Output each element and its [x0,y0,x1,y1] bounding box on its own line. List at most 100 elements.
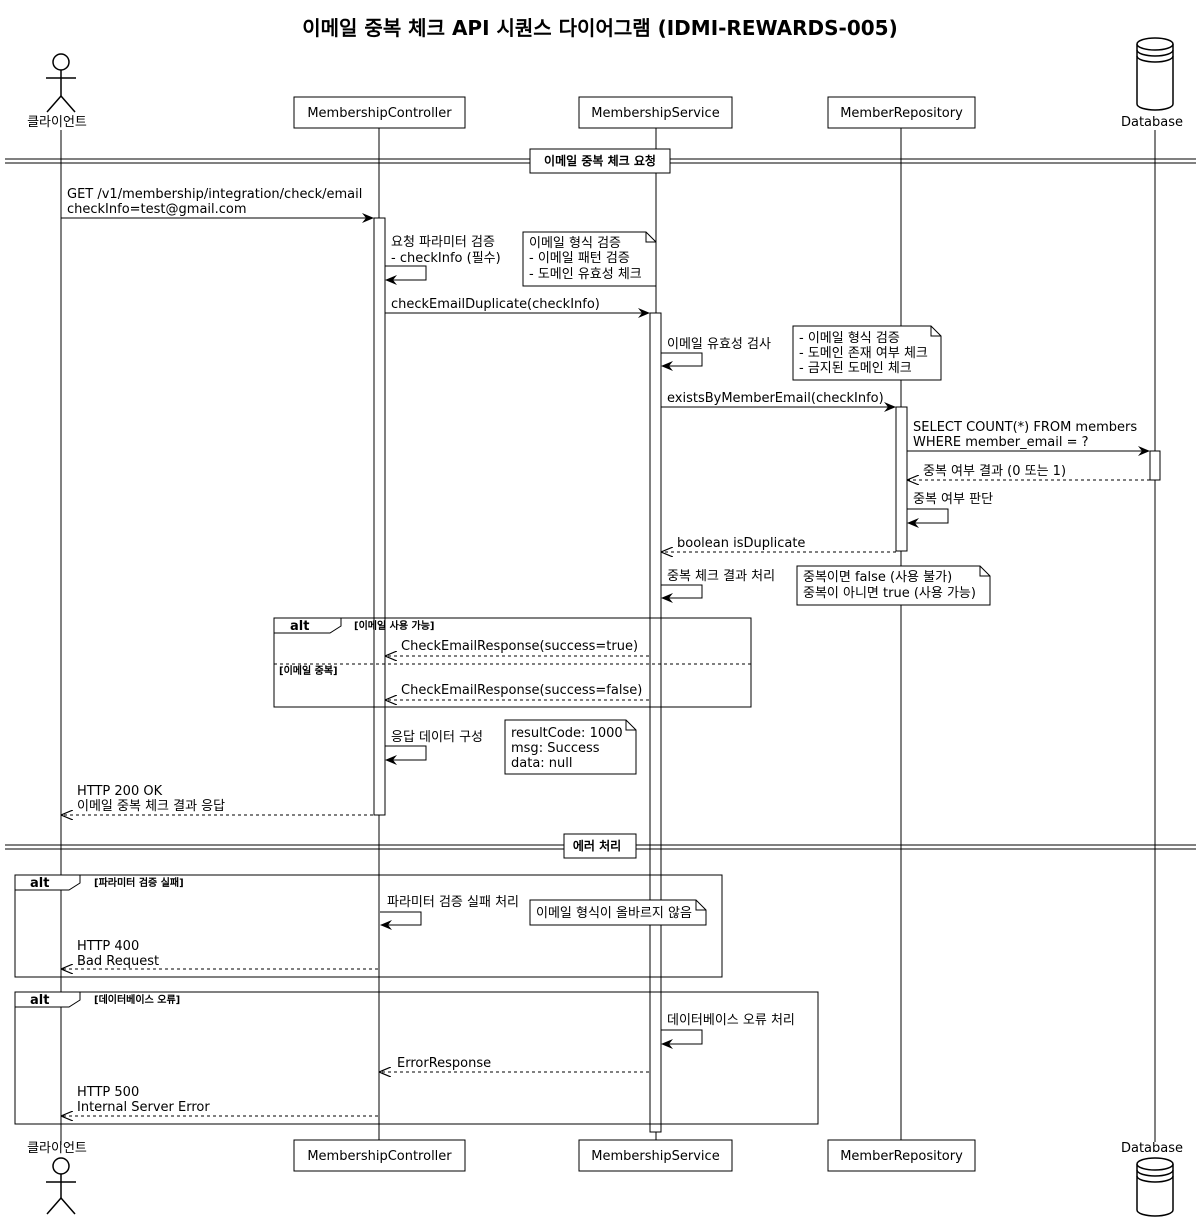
participant-controller-bottom: MembershipController [293,1139,466,1172]
fragment-guard: [이메일 사용 가능] [354,619,435,632]
message-get-request: GET /v1/membership/integration/check/ema… [61,187,374,223]
fragment-keyword: alt [30,876,49,891]
message-label-line: 이메일 중복 체크 결과 응답 [77,799,225,814]
message-http-500: HTTP 500 Internal Server Error [62,1085,378,1116]
message-validate-params: 요청 파라미터 검증 - checkInfo (필수) [385,235,501,285]
note-line: - 도메인 유효성 체크 [529,267,642,282]
note-line: data: null [511,756,573,771]
participant-service-bottom: MembershipService [578,1139,733,1172]
message-boolean-is-duplicate: boolean isDuplicate [662,536,896,552]
activation-repository [895,406,908,552]
participant-label: 클라이언트 [27,115,87,130]
participant-service-top: MembershipService [578,96,733,129]
note-line: 이메일 형식 검증 [529,236,621,251]
activation-controller [373,217,386,816]
participant-label: Database [1121,1141,1183,1156]
message-arrow [661,352,703,371]
note-validity-checks: - 이메일 형식 검증 - 도메인 존재 여부 체크 - 금지된 도메인 체크 [792,325,942,381]
database-icon [1136,37,1174,111]
message-exists-by-email: existsByMemberEmail(checkInfo) [661,391,896,412]
note-email-format: 이메일 형식 검증 - 이메일 패턴 검증 - 도메인 유효성 체크 [522,231,657,287]
note-line: 이메일 형식이 올바르지 않음 [536,906,692,921]
message-judge-duplicate: 중복 여부 판단 [907,492,993,528]
note-line: resultCode: 1000 [511,726,623,741]
divider-label: 에러 처리 [573,838,621,853]
database-icon [1136,1157,1174,1217]
message-label-line: CheckEmailResponse(success=false) [401,683,642,698]
message-response-success-true: CheckEmailResponse(success=true) [386,639,649,656]
message-label-line: checkEmailDuplicate(checkInfo) [391,297,600,312]
fragment-keyword: alt [290,619,309,634]
message-arrow [661,1029,703,1049]
participant-client-bottom: 클라이언트 [27,1141,87,1215]
participant-database-bottom: Database [1121,1141,1183,1217]
fragment-guard: [파라미터 검증 실패] [94,876,184,889]
message-http-200: HTTP 200 OK 이메일 중복 체크 결과 응답 [62,784,373,815]
message-label-line: 중복 여부 결과 (0 또는 1) [923,464,1066,479]
participant-label: MembershipController [307,1149,452,1164]
message-sql-select: SELECT COUNT(*) FROM members WHERE membe… [907,420,1150,456]
participant-client-top: 클라이언트 [27,53,87,130]
note-line: - 이메일 패턴 검증 [529,251,630,266]
activation-service [649,312,662,1133]
fragment-guard: [데이터베이스 오류] [94,993,180,1006]
message-label-line: boolean isDuplicate [677,536,805,551]
divider-request: 이메일 중복 체크 요청 [5,148,1196,174]
fragment-guard: [이메일 중복] [279,664,338,677]
diagram-title: 이메일 중복 체크 API 시퀀스 다이어그램 (IDMI-REWARDS-00… [302,16,897,40]
participant-repository-top: MemberRepository [827,96,976,129]
actor-icon [46,1157,76,1215]
message-label-line: 중복 체크 결과 처리 [667,569,775,584]
note-invalid-email: 이메일 형식이 올바르지 않음 [529,899,707,926]
note-line: - 도메인 존재 여부 체크 [799,346,928,361]
message-label-line: WHERE member_email = ? [913,435,1089,450]
note-duplicate-meaning: 중복이면 false (사용 불가) 중복이 아니면 true (사용 가능) [796,565,991,606]
fragment-alt-email-availability: alt [이메일 사용 가능] [이메일 중복] [273,617,752,708]
message-label-line: CheckEmailResponse(success=true) [401,639,638,654]
fragment-alt-param-failure: alt [파라미터 검증 실패] [14,874,723,978]
message-label-line: 요청 파라미터 검증 [391,235,495,250]
note-line: 중복이면 false (사용 불가) [803,570,952,585]
activation-database [1149,450,1161,481]
message-label-line: 응답 데이터 구성 [391,730,483,745]
message-response-success-false: CheckEmailResponse(success=false) [386,683,649,700]
note-response-data: resultCode: 1000 msg: Success data: null [504,719,637,775]
note-line: - 금지된 도메인 체크 [799,361,912,376]
message-param-failure-handling: 파라미터 검증 실패 처리 [380,895,519,930]
message-label-line: SELECT COUNT(*) FROM members [913,420,1137,435]
participant-label: MembershipController [307,106,452,121]
participant-label: MemberRepository [840,106,963,121]
participant-label: 클라이언트 [27,1141,87,1156]
message-label-line: checkInfo=test@gmail.com [67,202,247,217]
message-label-line: Bad Request [77,954,159,969]
message-arrow [661,584,703,603]
message-label-line: Internal Server Error [77,1100,210,1115]
message-http-400: HTTP 400 Bad Request [62,939,378,969]
message-label-line: 이메일 유효성 검사 [667,337,771,352]
fragment-alt-database-error: alt [데이터베이스 오류] [14,991,819,1125]
message-check-email-duplicate: checkEmailDuplicate(checkInfo) [385,297,650,318]
divider-label: 이메일 중복 체크 요청 [544,153,656,168]
message-build-response: 응답 데이터 구성 [385,730,483,765]
fragment-keyword: alt [30,993,49,1008]
message-email-validity: 이메일 유효성 검사 [661,337,771,371]
participant-label: MemberRepository [840,1149,963,1164]
message-error-response: ErrorResponse [380,1056,649,1072]
activation-bars [373,217,1161,1133]
actor-icon [46,53,76,113]
note-line: - 이메일 형식 검증 [799,331,900,346]
participant-repository-bottom: MemberRepository [827,1139,976,1172]
divider-error-handling: 에러 처리 [5,833,1196,859]
message-label-line: HTTP 500 [77,1085,139,1100]
message-db-error-handling: 데이터베이스 오류 처리 [661,1013,795,1049]
message-label-line: HTTP 400 [77,939,139,954]
message-label-line: 데이터베이스 오류 처리 [667,1013,795,1028]
participant-database-top: Database [1121,37,1183,130]
participant-label: Database [1121,115,1183,130]
message-arrow [380,911,422,930]
note-line: msg: Success [511,741,600,756]
message-arrow [907,508,949,528]
message-arrow [385,265,427,285]
note-line: 중복이 아니면 true (사용 가능) [803,586,976,601]
